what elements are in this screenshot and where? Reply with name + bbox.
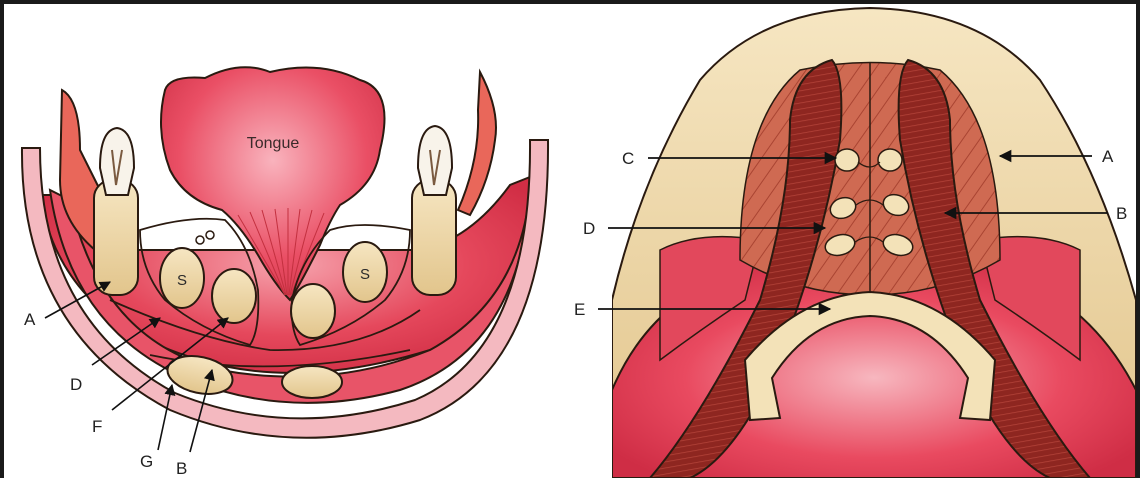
right-digastric-oval (282, 366, 342, 398)
left-callout-a: A (24, 310, 36, 329)
attachment-oval-2 (878, 149, 902, 171)
right-callout-d: D (583, 219, 595, 238)
right-callout-a: A (1102, 147, 1114, 166)
tongue-label: Tongue (247, 135, 300, 152)
left-callout-d: D (70, 375, 82, 394)
s-label-left: S (177, 272, 187, 289)
left-callout-g: G (140, 452, 153, 471)
left-callout-b: B (176, 459, 187, 478)
right-floor-diagram: C D E A B (574, 8, 1136, 478)
left-genioglossus-oval (212, 269, 256, 323)
right-callout-c: C (622, 149, 634, 168)
right-callout-e: E (574, 300, 585, 319)
left-callout-f: F (92, 417, 102, 436)
duct-opening (206, 231, 214, 239)
duct-opening (196, 236, 204, 244)
right-callout-b: B (1116, 204, 1127, 223)
right-tooth (412, 126, 456, 295)
right-mucosal-fold (458, 72, 496, 215)
right-genioglossus-oval (291, 284, 335, 338)
attachment-oval-1 (835, 149, 859, 171)
s-label-right: S (360, 266, 370, 283)
left-coronal-diagram: Tongue S S A D F G B (22, 67, 548, 478)
left-tooth (94, 128, 138, 295)
